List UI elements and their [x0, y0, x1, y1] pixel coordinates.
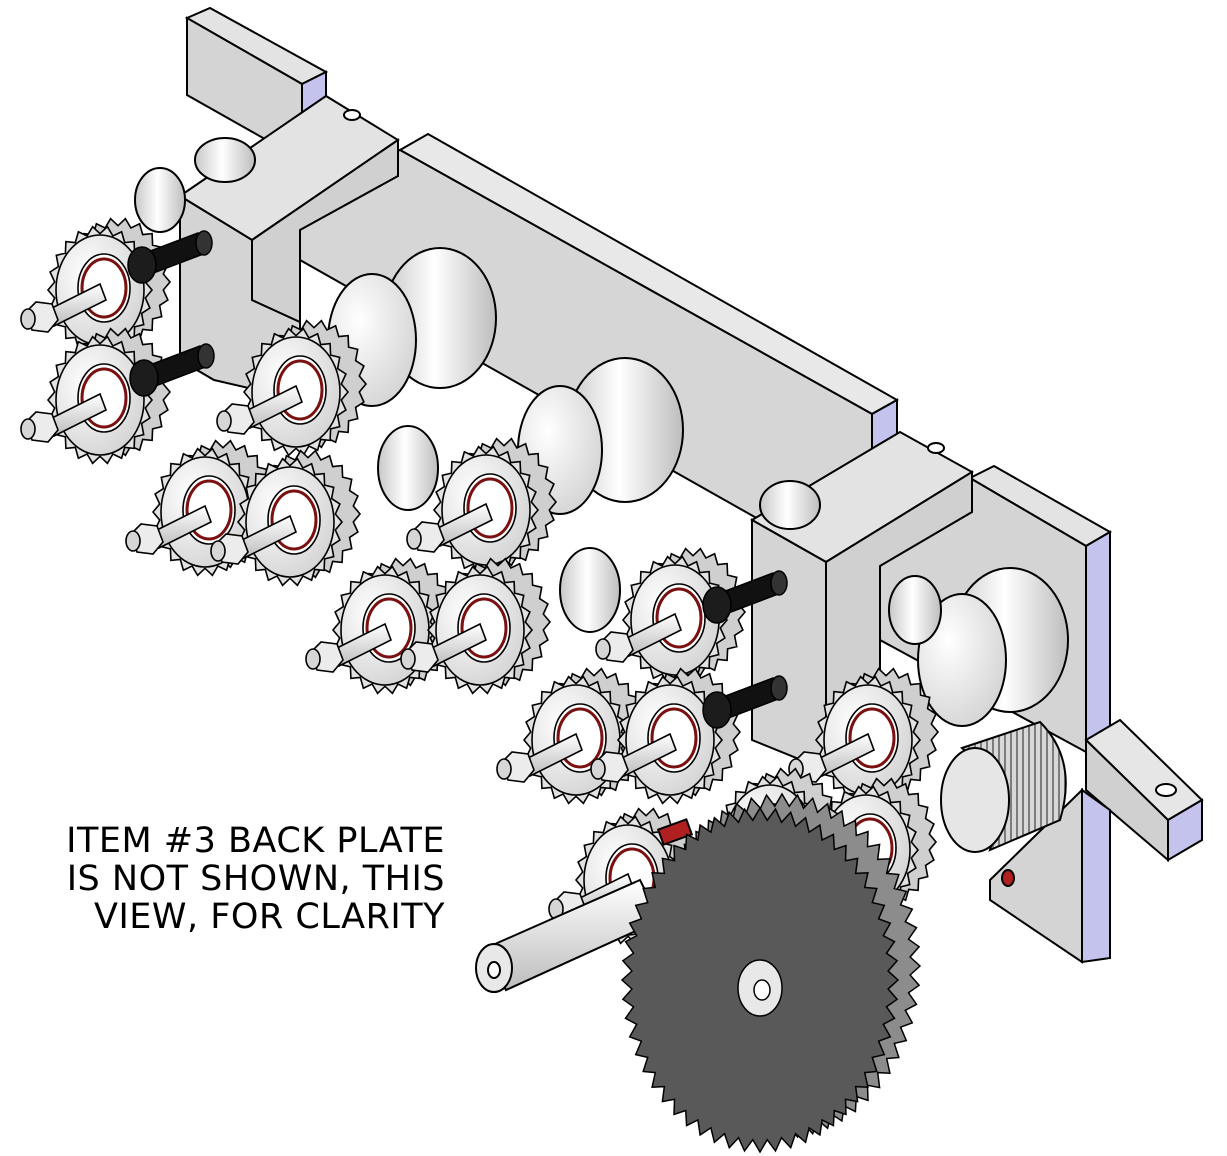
note-line-1: ITEM #3 BACK PLATE	[66, 821, 445, 861]
gear-row4-1	[595, 547, 747, 685]
large-drive-gear	[620, 792, 922, 1154]
gear-row2-3	[210, 449, 362, 587]
gear-top-2	[20, 327, 172, 465]
spool-top-left	[134, 137, 256, 233]
gear-row5-1	[788, 667, 940, 805]
bolt-b1	[127, 230, 213, 284]
bolt-b3	[702, 570, 788, 624]
large-gear-bore	[753, 979, 771, 1001]
spool-3	[377, 425, 821, 633]
gear-row3-3	[400, 557, 552, 695]
socket-head-bolts	[127, 230, 788, 729]
gear-row3-1	[406, 437, 558, 575]
gear-row2-1	[216, 319, 368, 457]
bolt-b4	[702, 675, 788, 729]
drawing-note: ITEM #3 BACK PLATE IS NOT SHOWN, THIS VI…	[0, 822, 445, 936]
spools	[134, 137, 1069, 887]
base-flange	[989, 718, 1204, 964]
note-line-2: IS NOT SHOWN, THIS	[66, 859, 445, 899]
spool-right	[888, 567, 1069, 727]
drive-shaft	[475, 818, 694, 993]
gear-top-1	[20, 217, 172, 355]
knurled-roller	[940, 720, 1067, 887]
bolt-b2	[129, 343, 215, 397]
note-line-3: VIEW, FOR CLARITY	[94, 897, 445, 937]
